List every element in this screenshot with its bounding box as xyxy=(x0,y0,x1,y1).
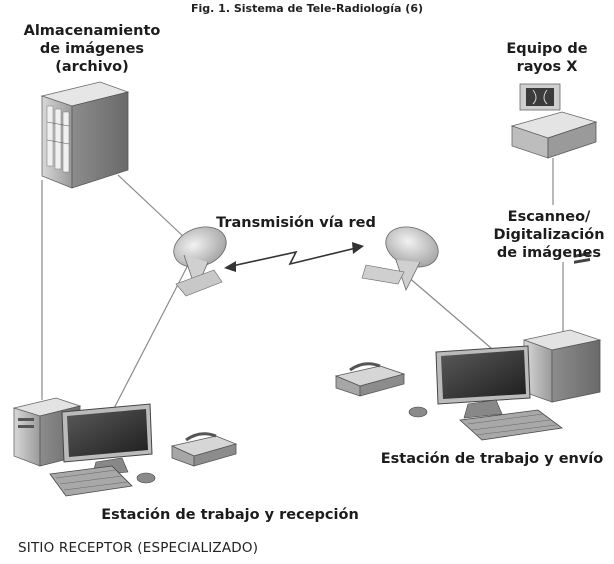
storage-label-line: (archivo) xyxy=(55,59,129,75)
storage-label-line: Almacenamiento xyxy=(23,23,161,39)
line-dish-to-sender xyxy=(399,269,506,361)
line-storage-to-dish xyxy=(117,174,186,239)
scan-label-line: Escanneo/ xyxy=(507,209,591,225)
xray-scanner-icon xyxy=(510,83,598,159)
scan-label: Escanneo/ Digitalización de imágenes xyxy=(484,208,614,262)
network-label: Transmisión vía red xyxy=(216,215,376,231)
connection-lines xyxy=(41,158,564,421)
figure-caption: Fig. 1. Sistema de Tele-Radiología (6) xyxy=(191,2,423,15)
xray-label-line: rayos X xyxy=(516,59,578,75)
site-label: SITIO RECEPTOR (ESPECIALIZADO) xyxy=(18,540,259,556)
satellite-dish-icon xyxy=(361,226,439,292)
server-tower-icon xyxy=(40,81,130,189)
workstation-icon xyxy=(12,397,238,497)
scan-label-line: de imágenes xyxy=(496,245,602,261)
satellite-dish-icon xyxy=(173,226,227,297)
sender-label: Estación de trabajo y envío xyxy=(380,451,604,467)
line-dish-to-receiver xyxy=(107,264,189,421)
storage-label: Almacenamiento de imágenes (archivo) xyxy=(4,22,180,76)
transmission-arrow xyxy=(224,242,364,272)
workstation-icon xyxy=(334,251,602,441)
xray-label-line: Equipo de xyxy=(506,41,588,57)
scan-label-line: Digitalización xyxy=(493,227,605,243)
storage-label-line: de imágenes xyxy=(39,41,145,57)
xray-label: Equipo de rayos X xyxy=(486,40,608,76)
receiver-label: Estación de trabajo y recepción xyxy=(101,507,359,523)
